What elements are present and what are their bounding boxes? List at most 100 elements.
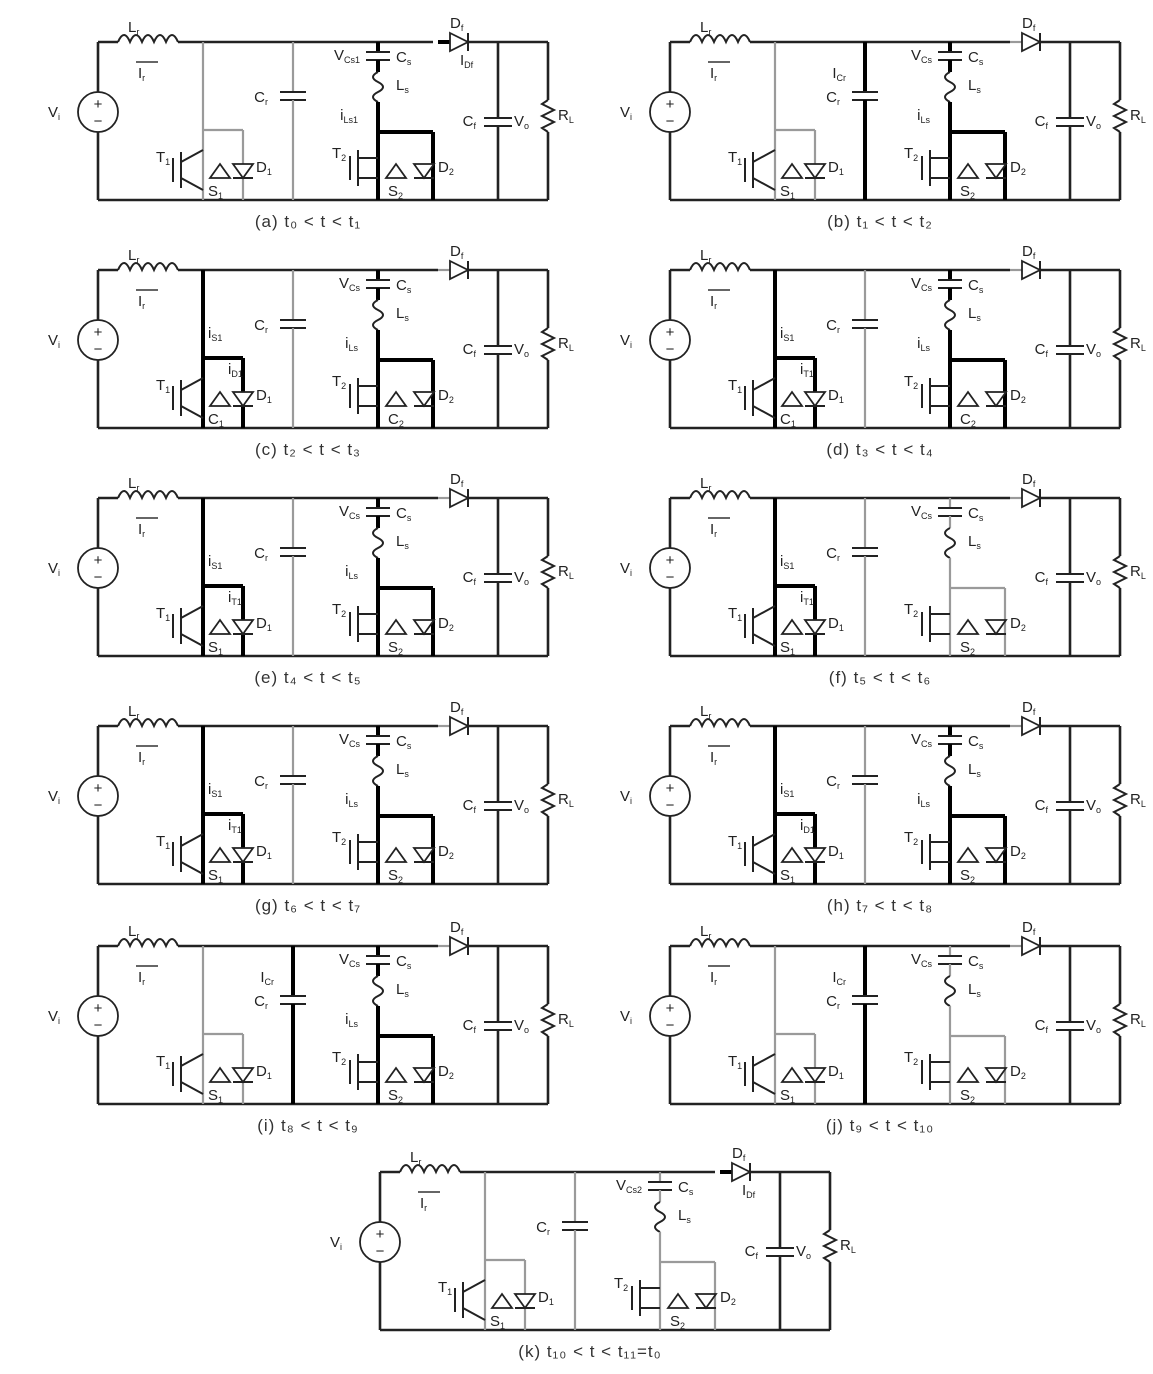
label-d1: D1 — [256, 615, 272, 633]
label-cs: Cs — [968, 733, 984, 751]
inductor-ls — [944, 527, 956, 559]
label-cr: Cr — [826, 317, 840, 335]
diode-d2 — [984, 163, 1008, 180]
label-s1: S1 — [780, 1087, 795, 1105]
label-d2: D2 — [1010, 387, 1026, 405]
label-lr: Lr — [700, 703, 711, 721]
label-cr: Cr — [826, 89, 840, 107]
label-rl: RL — [558, 107, 574, 125]
label-vo: Vo — [514, 797, 529, 815]
diode-df — [449, 715, 471, 737]
igbt-t1 — [172, 377, 204, 419]
label-vcs: VCs — [339, 275, 361, 293]
svg-text:−: − — [376, 1243, 385, 1260]
label-s2: S2 — [670, 1313, 685, 1331]
label-t1: T1 — [728, 605, 742, 623]
label-vo: Vo — [1086, 797, 1101, 815]
resistor-rl — [539, 1003, 557, 1037]
label-lr: Lr — [128, 923, 139, 941]
igbt-t1 — [744, 377, 776, 419]
label-is2: iT1 — [228, 817, 242, 835]
mosfet-t2 — [921, 150, 950, 186]
label-s2: S2 — [388, 183, 403, 201]
svg-text:+: + — [94, 324, 103, 341]
label-vi: Vi — [330, 1234, 342, 1252]
label-is2: iD1 — [800, 817, 815, 835]
label-is1: iS1 — [208, 553, 222, 571]
label-vi: Vi — [48, 104, 60, 122]
svg-text:−: − — [666, 569, 675, 586]
svg-text:−: − — [666, 797, 675, 814]
label-vcs: VCs — [339, 731, 361, 749]
diode-d2 — [412, 619, 436, 636]
label-df: Df — [1022, 15, 1036, 33]
label-cr: Cr — [536, 1219, 550, 1237]
label-idf: IDf — [460, 52, 474, 70]
label-is: iLs — [345, 1011, 358, 1029]
igbt-t1 — [454, 1279, 486, 1321]
label-ls: Ls — [968, 533, 981, 551]
label-s1: S1 — [780, 639, 795, 657]
label-cr: Cr — [254, 773, 268, 791]
label-ls: Ls — [396, 981, 409, 999]
label-ls: Ls — [396, 305, 409, 323]
label-t1: T1 — [156, 149, 170, 167]
label-vcs: VCs — [911, 275, 933, 293]
label-ir: Ir — [710, 293, 717, 311]
caption-j: (j) t₉ < t < t₁₀ — [825, 1116, 935, 1135]
label-cf: Cf — [463, 1017, 477, 1035]
label-rl: RL — [840, 1237, 856, 1255]
label-df: Df — [1022, 919, 1036, 937]
svg-text:+: + — [94, 780, 103, 797]
label-d1: D1 — [828, 387, 844, 405]
label-d1: D1 — [828, 1063, 844, 1081]
label-d1: D1 — [828, 615, 844, 633]
label-vi: Vi — [620, 560, 632, 578]
label-vo: Vo — [514, 569, 529, 587]
label-icr: ICr — [260, 969, 274, 987]
label-lr: Lr — [410, 1149, 421, 1167]
diode-d2 — [412, 847, 436, 864]
label-vo: Vo — [1086, 113, 1101, 131]
label-ir: Ir — [138, 293, 145, 311]
svg-text:−: − — [666, 113, 675, 130]
label-t1: T1 — [728, 1053, 742, 1071]
inductor-ls — [372, 299, 384, 331]
label-cs: Cs — [678, 1179, 694, 1197]
inductor-ls — [372, 755, 384, 787]
inductor-lr — [689, 262, 751, 273]
label-vo: Vo — [1086, 1017, 1101, 1035]
diode-d1 — [231, 1067, 255, 1084]
label-lr: Lr — [128, 703, 139, 721]
label-vcs: VCs — [339, 951, 361, 969]
label-ir: Ir — [420, 1195, 427, 1213]
diode-s1 — [208, 1066, 232, 1083]
label-vcs: VCs1 — [334, 47, 360, 65]
diode-s1 — [208, 390, 232, 407]
label-cs: Cs — [968, 953, 984, 971]
label-s1: S1 — [208, 639, 223, 657]
label-vcs: VCs — [911, 503, 933, 521]
label-s2: C2 — [388, 411, 404, 429]
label-lr: Lr — [128, 475, 139, 493]
label-cs: Cs — [396, 505, 412, 523]
svg-text:+: + — [94, 1000, 103, 1017]
label-cf: Cf — [1035, 1017, 1049, 1035]
label-lr: Lr — [700, 19, 711, 37]
label-cf: Cf — [745, 1243, 759, 1261]
svg-text:+: + — [666, 96, 675, 113]
label-is1: iS1 — [208, 325, 222, 343]
label-s1: S1 — [208, 867, 223, 885]
diode-d2 — [984, 391, 1008, 408]
svg-text:−: − — [94, 113, 103, 130]
inductor-lr — [117, 490, 179, 501]
label-vo: Vo — [1086, 569, 1101, 587]
label-idf: IDf — [742, 1182, 756, 1200]
label-is: iLs — [917, 335, 930, 353]
diode-s2 — [384, 1066, 408, 1083]
label-cs: Cs — [396, 733, 412, 751]
diode-d1 — [231, 619, 255, 636]
